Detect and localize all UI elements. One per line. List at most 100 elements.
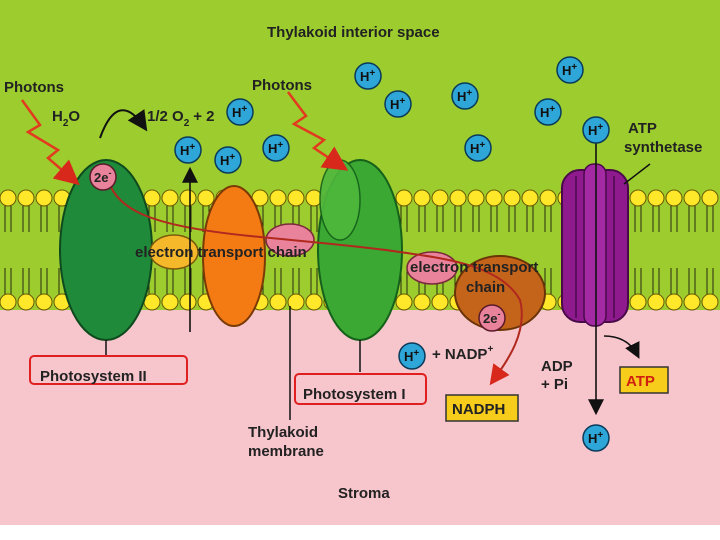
- svg-text:H+: H+: [360, 68, 375, 84]
- lipid-tail: [436, 205, 444, 296]
- lipid-tail: [526, 205, 534, 296]
- lipid-tail: [22, 205, 30, 296]
- h-ion: H+: [582, 424, 610, 452]
- photosystem-i-lobe: [319, 159, 361, 241]
- lipid-tail: [184, 205, 192, 296]
- svg-text:ATP: ATP: [626, 373, 655, 390]
- lipid-head: [431, 189, 449, 207]
- lipid-head: [521, 189, 539, 207]
- photon-arrow-left: [20, 99, 80, 186]
- lipid-head: [287, 189, 305, 207]
- lipid-head: [269, 189, 287, 207]
- photons-right-label: Photons: [252, 77, 312, 94]
- adp-to-atp-arrow: [603, 335, 640, 359]
- lipid-tail: [292, 205, 300, 296]
- adp-label: ADP: [541, 358, 573, 375]
- svg-text:H+: H+: [180, 142, 195, 158]
- svg-text:H+: H+: [390, 96, 405, 112]
- lipid-tail: [40, 205, 48, 296]
- lipid-head: [701, 189, 719, 207]
- h-ion: H+: [451, 82, 479, 110]
- lipid-head: [287, 293, 305, 311]
- atp-synthetase-leader: [623, 163, 651, 185]
- lipid-head: [539, 189, 557, 207]
- electron-pair-nadp: 2e-: [478, 304, 506, 332]
- nadp-label: + NADP+: [432, 344, 493, 363]
- svg-text:H+: H+: [588, 122, 603, 138]
- h-ion: H+: [174, 136, 202, 164]
- lipid-tail: [166, 205, 174, 296]
- atp-synthetase-label-1: ATP: [628, 120, 657, 137]
- photons-left-label: Photons: [4, 79, 64, 96]
- lipid-head: [17, 293, 35, 311]
- atp-synthetase-label-2: synthetase: [624, 139, 702, 156]
- plastoquinone-carrier: [149, 234, 199, 270]
- lipid-head: [413, 293, 431, 311]
- h-ion: H+: [262, 134, 290, 162]
- h-ion: H+: [464, 134, 492, 162]
- lipid-tail: [634, 205, 642, 296]
- water-splitting-arrow: [99, 109, 148, 139]
- lipid-head: [467, 189, 485, 207]
- lipid-head: [395, 189, 413, 207]
- lipid-head: [413, 189, 431, 207]
- cytochrome-complex: [202, 185, 266, 327]
- pi-label: + Pi: [541, 376, 568, 393]
- svg-text:H+: H+: [588, 430, 603, 446]
- atp-synthase-protein: [561, 163, 629, 327]
- lipid-tail: [508, 205, 516, 296]
- etc-left-label: electron transport chain: [135, 244, 307, 261]
- lipid-head: [395, 293, 413, 311]
- electron-path: [107, 179, 523, 386]
- svg-text:H+: H+: [404, 348, 419, 364]
- svg-text:H+: H+: [457, 88, 472, 104]
- lipid-head: [665, 293, 683, 311]
- h-ion: H+: [398, 342, 426, 370]
- lipid-head: [161, 293, 179, 311]
- lipid-tail: [706, 205, 714, 296]
- lipid-tail: [274, 205, 282, 296]
- lipid-tail: [670, 205, 678, 296]
- photosystem-i-highlight: [294, 373, 427, 405]
- lipid-head: [35, 189, 53, 207]
- lipid-tail: [472, 205, 480, 296]
- h-ion: H+: [384, 90, 412, 118]
- lipid-head: [665, 189, 683, 207]
- lipid-head: [629, 189, 647, 207]
- svg-text:2e-: 2e-: [94, 168, 111, 185]
- water-label: H2O: [52, 108, 80, 129]
- h-ion: H+: [534, 98, 562, 126]
- atp-box: ATP: [619, 366, 669, 394]
- photosystem-ii-label-group: Photosystem II: [29, 355, 188, 385]
- lipid-tail: [688, 205, 696, 296]
- lipid-head: [35, 293, 53, 311]
- oxygen-label: 1/2 O2+ 2: [147, 108, 215, 129]
- lipid-head: [629, 293, 647, 311]
- lipid-head: [17, 189, 35, 207]
- lipid-tail: [418, 205, 426, 296]
- lipid-head: [305, 293, 323, 311]
- svg-text:H+: H+: [268, 140, 283, 156]
- svg-text:NADPH: NADPH: [452, 401, 505, 418]
- lipid-tail: [490, 205, 498, 296]
- nadph-box: NADPH: [445, 394, 519, 422]
- lipid-head: [701, 293, 719, 311]
- lipid-tail: [400, 205, 408, 296]
- lipid-head: [197, 189, 215, 207]
- lipid-head: [647, 189, 665, 207]
- lipid-head: [647, 293, 665, 311]
- lipid-head: [683, 293, 701, 311]
- h-ions: H+H+H+H+H+H+H+H+H+H+H+H+H+: [174, 56, 610, 452]
- lipid-head: [179, 189, 197, 207]
- lipid-head: [485, 189, 503, 207]
- svg-text:H+: H+: [540, 104, 555, 120]
- lipid-head: [0, 189, 17, 207]
- membrane-label-1: Thylakoid: [248, 424, 318, 441]
- lipid-tail: [310, 205, 318, 296]
- svg-text:H+: H+: [232, 104, 247, 120]
- etc-right-label-1: electron transport: [410, 259, 538, 276]
- lipid-head: [0, 293, 17, 311]
- h-ion: H+: [582, 116, 610, 144]
- lipid-head: [179, 293, 197, 311]
